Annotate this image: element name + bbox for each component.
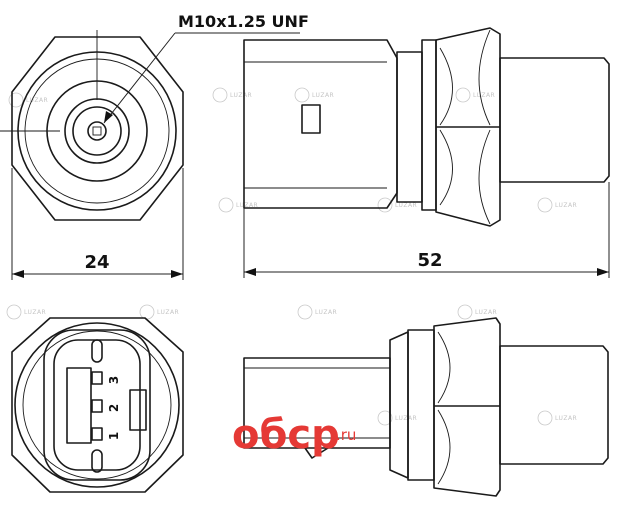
watermark-text: LUZAR bbox=[475, 309, 497, 316]
connector-face-view: 3 2 1 bbox=[11, 317, 184, 493]
port-pin bbox=[92, 126, 102, 136]
pin-slot bbox=[91, 449, 103, 473]
watermark-mark: LUZAR bbox=[294, 87, 334, 103]
watermark-mark: LUZAR bbox=[377, 410, 417, 426]
locking-tab bbox=[301, 104, 321, 134]
collar bbox=[396, 51, 423, 203]
hex-chamfer bbox=[437, 331, 451, 404]
side-view-bottom bbox=[243, 317, 609, 497]
threaded-body bbox=[499, 57, 610, 183]
front-view-top bbox=[0, 30, 184, 221]
watermark-text: LUZAR bbox=[555, 202, 577, 209]
hex-chamfer bbox=[439, 47, 453, 126]
watermark-mark: LUZAR bbox=[297, 304, 337, 320]
width-dimension: 24 bbox=[11, 168, 184, 280]
watermark-mark: LUZAR bbox=[377, 197, 417, 213]
watermark-text: LUZAR bbox=[230, 92, 252, 99]
watermark-text: LUZAR bbox=[555, 415, 577, 422]
pin-label-2: 2 bbox=[107, 404, 121, 412]
collar-ring-bottom bbox=[407, 329, 435, 481]
watermark-text: LUZAR bbox=[26, 97, 48, 104]
watermark-text: LUZAR bbox=[312, 92, 334, 99]
watermark-mark: LUZAR bbox=[218, 197, 258, 213]
hex-outline bbox=[11, 36, 184, 221]
width-label: 24 bbox=[84, 252, 109, 273]
hex-chamfer bbox=[437, 409, 451, 485]
pin-label-3: 3 bbox=[107, 376, 121, 384]
dimension-arrow-right bbox=[597, 268, 609, 276]
port-inner-ring bbox=[72, 106, 122, 156]
watermark-mark: LUZAR bbox=[8, 92, 48, 108]
logo-text: обср bbox=[232, 412, 340, 458]
bottom-inner-circle bbox=[22, 330, 172, 480]
pin-3-terminal bbox=[91, 427, 103, 441]
watermark-text: LUZAR bbox=[24, 309, 46, 316]
connector-shroud-outer bbox=[43, 329, 151, 481]
hex-chamfer bbox=[439, 129, 453, 206]
collar-flange bbox=[421, 39, 437, 211]
watermark-mark: LUZAR bbox=[455, 87, 495, 103]
hex-chamfer bbox=[478, 29, 491, 126]
threaded-body-bottom bbox=[499, 345, 609, 465]
pin-2-terminal bbox=[91, 399, 103, 413]
leader-line bbox=[103, 32, 176, 124]
hex-nut bbox=[435, 27, 501, 227]
watermark-mark: LUZAR bbox=[212, 87, 252, 103]
watermark-text: LUZAR bbox=[315, 309, 337, 316]
hex-outline-bottom bbox=[11, 317, 184, 493]
dimension-arrow-left bbox=[244, 268, 256, 276]
watermark-text: LUZAR bbox=[395, 415, 417, 422]
latch-hook bbox=[304, 447, 329, 459]
watermark-mark: LUZAR bbox=[537, 410, 577, 426]
watermark-text: LUZAR bbox=[395, 202, 417, 209]
watermark-layer: LUZAR LUZAR LUZAR LUZAR LUZAR LUZAR LUZA… bbox=[6, 87, 577, 426]
hex-chamfer bbox=[478, 129, 491, 225]
watermark-mark: LUZAR bbox=[537, 197, 577, 213]
length-label: 52 bbox=[417, 250, 442, 271]
watermark-text: LUZAR bbox=[473, 92, 495, 99]
connector-side-latch bbox=[129, 389, 147, 431]
watermark-mark: LUZAR bbox=[6, 304, 46, 320]
port-bore bbox=[87, 121, 107, 141]
connector-key-slot bbox=[66, 367, 92, 444]
watermark-mark: LUZAR bbox=[457, 304, 497, 320]
hex-nut-bottom bbox=[433, 317, 501, 497]
bottom-outer-circle bbox=[14, 322, 180, 488]
logo-suffix: .ru bbox=[336, 426, 356, 444]
leader-arrow bbox=[104, 111, 113, 123]
dimension-arrow-left bbox=[12, 270, 24, 278]
site-logo: обср .ru bbox=[232, 412, 356, 458]
pin-slot bbox=[91, 339, 103, 363]
collar-bottom bbox=[389, 331, 409, 479]
length-dimension: 52 bbox=[243, 182, 610, 278]
watermark-text: LUZAR bbox=[157, 309, 179, 316]
pin-label-1: 1 bbox=[107, 432, 121, 440]
dimension-arrow-right bbox=[171, 270, 183, 278]
pin-1-terminal bbox=[91, 371, 103, 385]
thread-label: M10x1.25 UNF bbox=[178, 12, 309, 31]
port-ring bbox=[64, 98, 130, 164]
side-view-top bbox=[243, 27, 610, 227]
watermark-mark: LUZAR bbox=[139, 304, 179, 320]
thread-callout: M10x1.25 UNF bbox=[103, 12, 309, 124]
watermark-text: LUZAR bbox=[236, 202, 258, 209]
